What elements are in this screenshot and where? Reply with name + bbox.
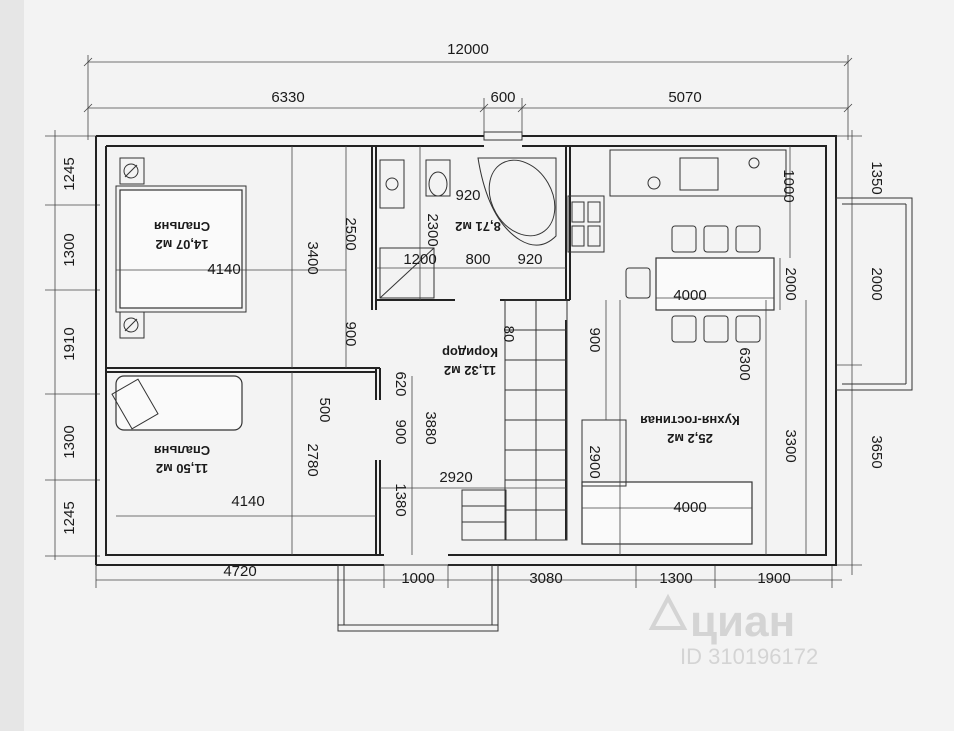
bedroom2-name: Спальня xyxy=(154,443,210,458)
dim-bottom-2: 1000 xyxy=(401,570,434,587)
bedroom1-name: Спальня xyxy=(154,219,210,234)
cian-watermark: циан ID 310196172 xyxy=(648,593,818,669)
corridor-name: Коридор xyxy=(442,345,498,360)
bed-1 xyxy=(115,185,247,313)
dim-bedroom1-width: 4140 xyxy=(207,261,240,278)
cian-logo-icon xyxy=(648,593,688,630)
nightstand-icons-1 xyxy=(119,157,145,339)
dim-left-1: 1245 xyxy=(61,157,78,190)
porch-bottom xyxy=(337,564,499,632)
dim-top-mid: 600 xyxy=(490,89,515,106)
dim-kitchen-1000: 1000 xyxy=(780,169,797,202)
corridor-area: 11,32 м2 xyxy=(444,363,496,378)
dim-top-left: 6330 xyxy=(271,89,304,106)
kitchen-area: 25,2 м2 xyxy=(667,431,713,446)
dim-bedroom1-depth: 3400 xyxy=(304,241,321,274)
dim-right-top: 1350 xyxy=(868,161,885,194)
dim-kitchen-2000: 2000 xyxy=(782,267,799,300)
dim-kitchen-2900: 2900 xyxy=(586,445,603,478)
bed-2 xyxy=(111,375,243,431)
paper-edge xyxy=(0,0,24,731)
dim-kitchen-table: 4000 xyxy=(673,287,706,304)
dim-kitchen-sofa: 4000 xyxy=(673,499,706,516)
dim-corr-1380: 1380 xyxy=(392,483,409,516)
bedroom1-area: 14,07 м2 xyxy=(156,237,209,252)
watermark-brand: циан xyxy=(690,597,795,646)
dim-bedroom2-depth: 2780 xyxy=(304,443,321,476)
kitchen-counter xyxy=(567,149,787,253)
dim-bottom-5: 1900 xyxy=(757,570,790,587)
bathroom-fixtures xyxy=(379,157,557,299)
terrace-right xyxy=(835,197,913,391)
bedroom2-area: 11,50 м2 xyxy=(156,461,208,476)
dim-right-bottom: 3650 xyxy=(868,435,885,468)
dim-bath-800: 800 xyxy=(465,251,490,268)
dim-kitchen-6300: 6300 xyxy=(736,347,753,380)
dim-right-mid: 2000 xyxy=(868,267,885,300)
dim-bottom-3: 3080 xyxy=(529,570,562,587)
dim-corr-80: 80 xyxy=(500,326,517,343)
bath-area: 8,71 м2 xyxy=(455,219,501,234)
sofa xyxy=(581,419,753,545)
dim-left-3: 1910 xyxy=(61,327,78,360)
left-dimension-lines xyxy=(45,130,100,560)
dim-bath-920: 920 xyxy=(517,251,542,268)
dim-corr-3880: 3880 xyxy=(422,411,439,444)
dim-left-2: 1300 xyxy=(61,233,78,266)
bottom-dimension-lines xyxy=(95,565,842,588)
dim-corr-500: 500 xyxy=(316,397,333,422)
top-dimension-lines xyxy=(83,55,853,140)
dim-left-4: 1300 xyxy=(61,425,78,458)
internal-dimension-lines xyxy=(116,146,807,555)
watermark-id: ID 310196172 xyxy=(680,644,818,669)
dim-corr-620: 620 xyxy=(392,371,409,396)
dim-bottom-1: 4720 xyxy=(223,563,256,580)
dim-kitchen-3300: 3300 xyxy=(782,429,799,462)
dim-corr-900c: 900 xyxy=(392,419,409,444)
dim-bath-1200: 1200 xyxy=(403,251,436,268)
staircase xyxy=(461,299,568,541)
kitchen-name: Кухня-гостиная xyxy=(640,413,740,428)
dim-top-right: 5070 xyxy=(668,89,701,106)
dim-bath-920b: 920 xyxy=(455,187,480,204)
dim-total-width: 12000 xyxy=(447,41,489,58)
dim-left-5: 1245 xyxy=(61,501,78,534)
interior-walls xyxy=(106,146,571,555)
dim-bedroom2-width: 4140 xyxy=(231,493,264,510)
dim-corr-2920: 2920 xyxy=(439,469,472,486)
dim-bath-2500: 2500 xyxy=(342,217,359,250)
dim-bottom-4: 1300 xyxy=(659,570,692,587)
dim-bath-2300: 2300 xyxy=(424,213,441,246)
dim-corr-900a: 900 xyxy=(342,321,359,346)
dim-corr-900b: 900 xyxy=(586,327,603,352)
dining-table xyxy=(625,225,775,343)
